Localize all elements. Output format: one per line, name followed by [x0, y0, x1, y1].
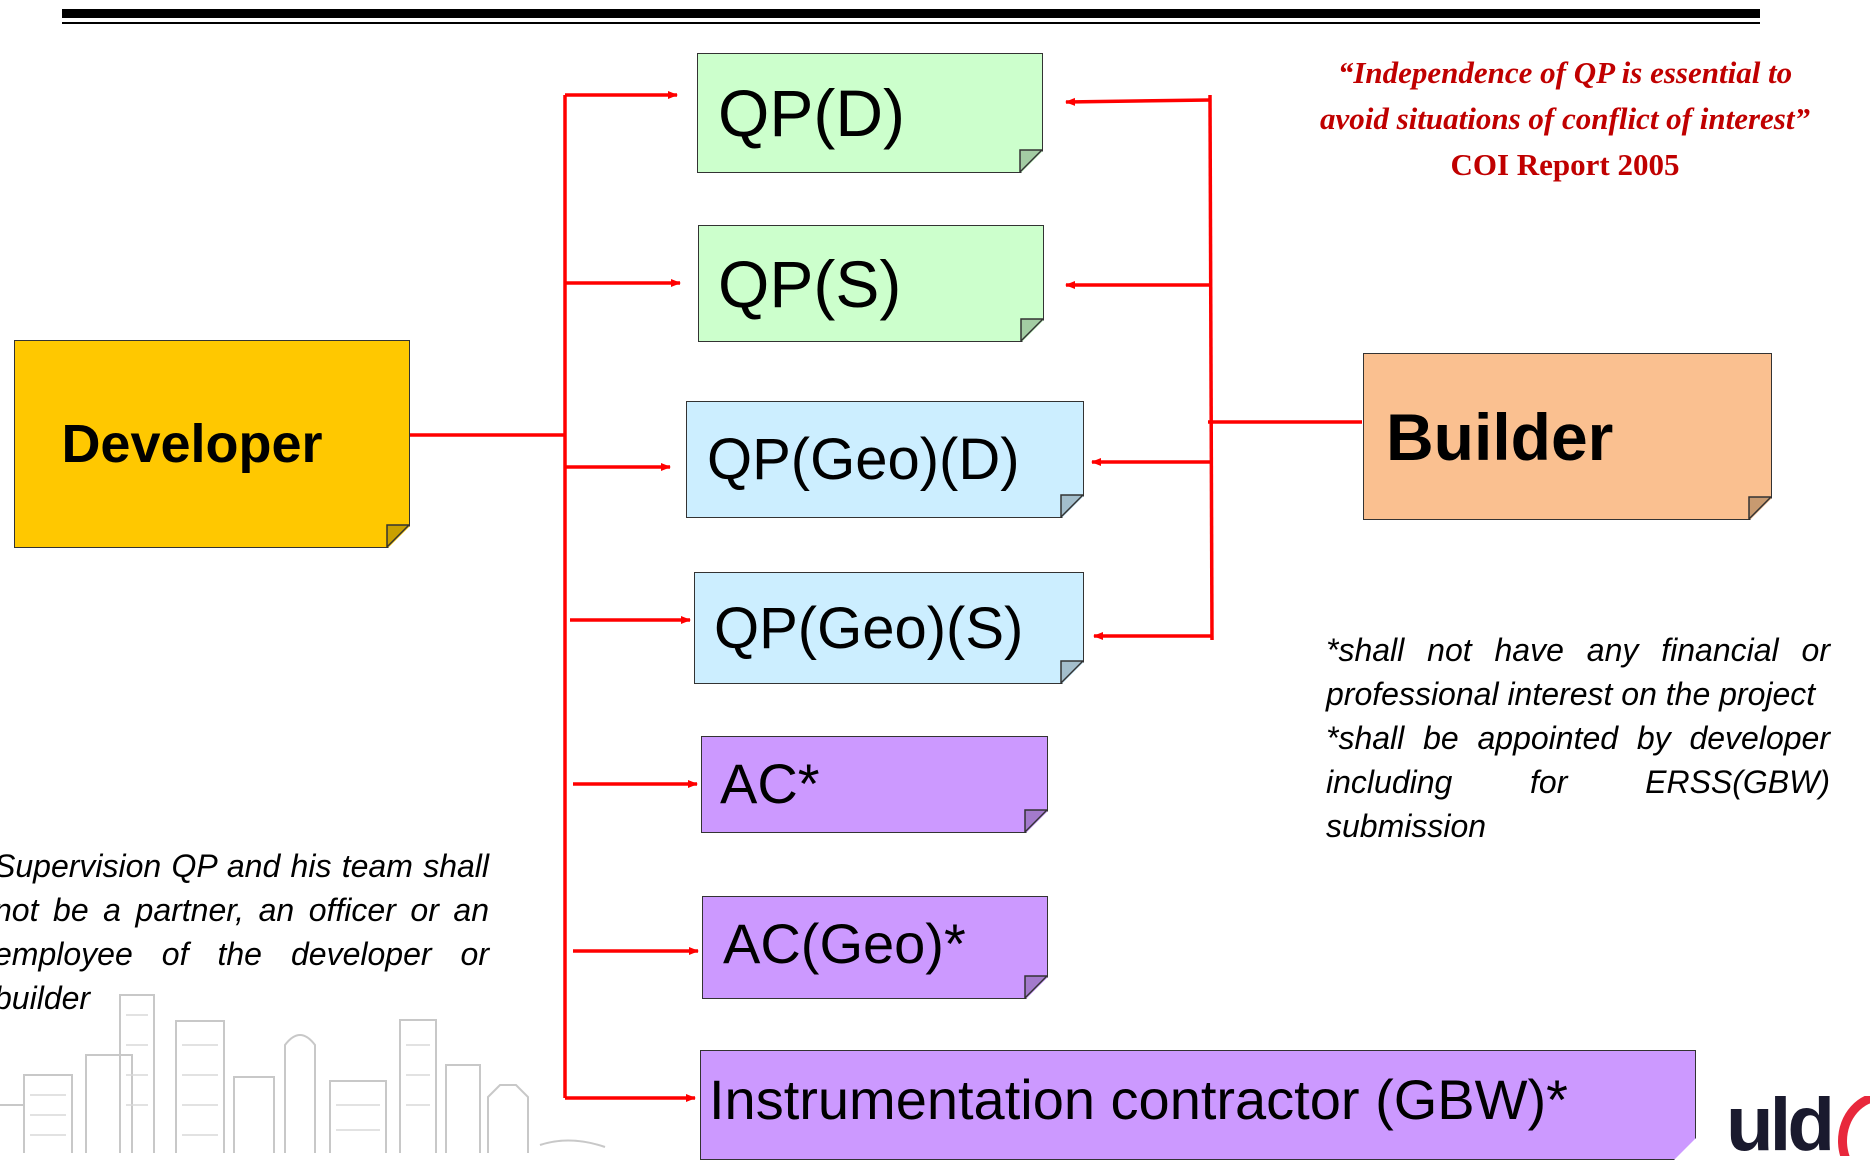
ac-requirements-note: *shall not have any financial or profess… — [1326, 632, 1830, 844]
header-rule-thin — [62, 22, 1760, 24]
developer-box: Developer — [14, 340, 410, 548]
quote-line-1: “Independence of QP is essential to — [1337, 55, 1793, 90]
qp-d-label: QP(D) — [718, 76, 905, 150]
builder-label: Builder — [1386, 399, 1614, 474]
developer-label: Developer — [61, 414, 323, 474]
ac-geo-box: AC(Geo)* — [702, 896, 1048, 999]
city-skyline-graphic — [0, 994, 606, 1153]
arrow-builder-qp-d — [1065, 97, 1211, 106]
qp-s-label: QP(S) — [718, 246, 902, 321]
builder-box: Builder — [1363, 353, 1772, 520]
logo-mark: uld — [1708, 1096, 1870, 1156]
header-rule-thick — [62, 9, 1760, 18]
builder-bus — [1208, 94, 1214, 641]
qp-geo-d-label: QP(Geo)(D) — [707, 427, 1020, 492]
qp-d-box: QP(D) — [697, 53, 1043, 173]
qp-s-box: QP(S) — [698, 225, 1044, 342]
quote-line-2: avoid situations of conflict of interest… — [1320, 101, 1810, 136]
ac-geo-label: AC(Geo)* — [723, 912, 966, 975]
instrumentation-box: Instrumentation contractor (GBW)* — [700, 1050, 1696, 1160]
coi-quote: “Independence of QP is essential to avoi… — [1245, 50, 1870, 188]
qp-geo-s-label: QP(Geo)(S) — [714, 595, 1024, 661]
quote-source: COI Report 2005 — [1450, 147, 1680, 182]
qp-geo-s-box: QP(Geo)(S) — [694, 572, 1084, 684]
qp-geo-d-box: QP(Geo)(D) — [686, 401, 1084, 518]
ac-label: AC* — [720, 752, 820, 815]
instrumentation-label: Instrumentation contractor (GBW)* — [709, 1068, 1568, 1131]
ac-box: AC* — [701, 736, 1048, 833]
supervision-qp-note: Supervision QP and his team shall not be… — [0, 848, 489, 1016]
